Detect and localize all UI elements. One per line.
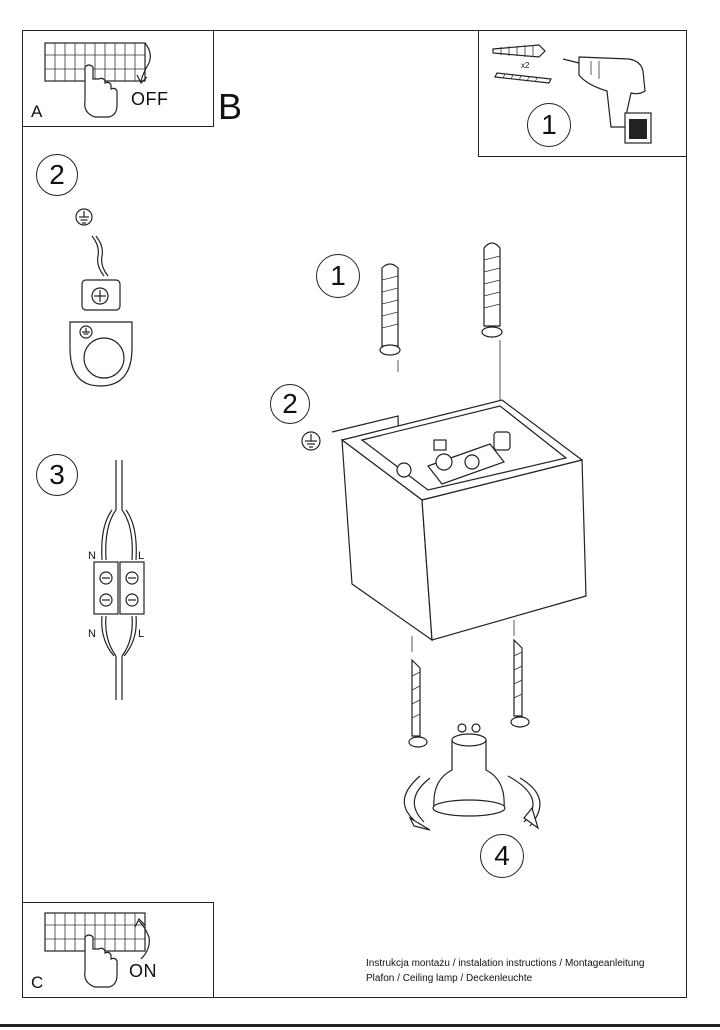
live-label-top: L [138, 550, 145, 562]
wall-plug-left-icon [379, 263, 401, 372]
step-1-main-number: 1 [330, 260, 346, 291]
step-2-main-number: 2 [282, 388, 298, 419]
step-4-main-number: 4 [494, 840, 510, 871]
screw-left-icon [408, 658, 428, 748]
panel-c-letter: C [31, 973, 44, 992]
neutral-label-top: N [88, 550, 96, 562]
wall-plug-icon [492, 44, 546, 58]
step-1-main-marker: 1 [316, 254, 360, 298]
step-2-side-marker: 2 [36, 154, 78, 196]
step-3-side-marker: 3 [36, 454, 78, 496]
step-2-side-number: 2 [49, 159, 65, 190]
quantity-label: x2 [521, 61, 530, 70]
caption-line-2: Plafon / Ceiling lamp / Deckenleuchte [366, 973, 533, 984]
drill-and-dowels-drawing [492, 44, 652, 144]
terminal-block-icon [396, 431, 511, 485]
ground-symbol-icon [79, 211, 89, 224]
caption-line-1: Instrukcja montażu / instalation instruc… [366, 958, 645, 969]
lamp-cube-housing [340, 399, 587, 642]
fuse-box-on-drawing [44, 912, 150, 988]
step-3-side-number: 3 [49, 459, 65, 490]
drill-icon [562, 56, 652, 144]
panel-c-power-on: C ON [22, 902, 214, 998]
live-label-bottom: L [138, 628, 145, 640]
screw-right-icon [510, 638, 530, 728]
off-label: OFF [131, 89, 169, 109]
rotate-arrow-icon [403, 775, 541, 831]
fuse-box-off-drawing [44, 42, 151, 118]
panel-1-tools: x2 1 [478, 30, 687, 157]
step-1-top-marker: 1 [527, 103, 571, 147]
instruction-frame [22, 30, 687, 998]
panel-a-letter: A [31, 102, 43, 121]
panel-b-letter: B [218, 86, 243, 127]
neutral-label-bottom: N [88, 628, 96, 640]
on-label: ON [129, 961, 157, 981]
step-4-main-marker: 4 [480, 834, 524, 878]
panel-a-power-off: A OFF [22, 30, 214, 127]
screw-icon [494, 72, 552, 84]
step-1-top-number: 1 [541, 109, 557, 140]
bottom-divider [0, 1024, 720, 1027]
gu10-bulb-icon [432, 723, 506, 817]
step-2-main-marker: 2 [270, 384, 310, 424]
